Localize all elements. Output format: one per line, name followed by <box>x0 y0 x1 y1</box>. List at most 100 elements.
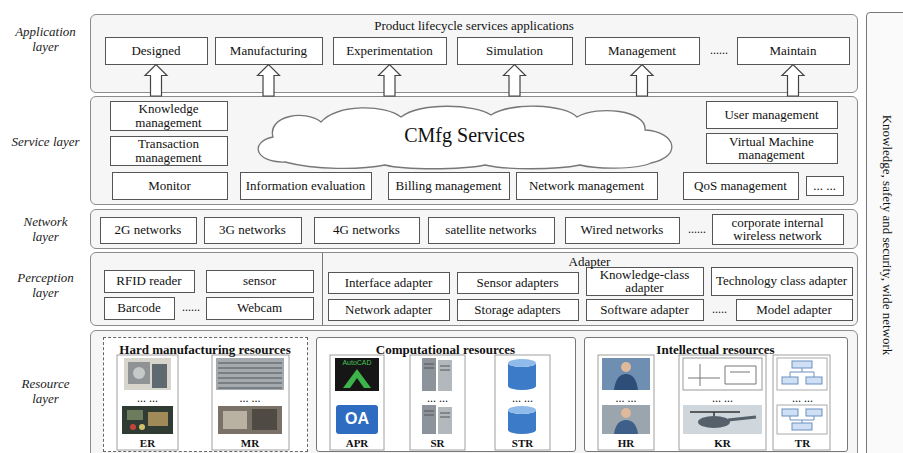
column-frame <box>117 355 178 450</box>
helicopter-photo <box>728 417 756 420</box>
adapter-panel: AdapterInterface adapter Sensor adapters K… <box>322 253 857 325</box>
column-frame <box>117 355 830 450</box>
helicopter-photo <box>698 416 730 428</box>
box-label: Interface adapter <box>345 276 433 289</box>
band-title: Product lifecycle services applications <box>91 18 857 34</box>
ellipsis-mark: ... ... <box>500 392 545 404</box>
steel-bar-photo <box>218 363 282 388</box>
cloud-label: CMfg Services <box>404 124 525 147</box>
column-frame <box>495 355 550 450</box>
equipment-photo <box>133 367 145 379</box>
helicopter-photo <box>683 405 762 434</box>
resource-code: APR <box>335 437 379 449</box>
service-box: Knowledge-class adapter <box>586 267 704 296</box>
box-label: Network management <box>529 179 644 192</box>
ellipsis-mark: ...... <box>701 44 737 56</box>
service-box: Software adapter <box>586 299 704 321</box>
service-box: Sensor adapters <box>457 272 579 294</box>
layer-name: Network layer <box>10 214 82 245</box>
server-icon <box>424 411 450 417</box>
worker-photo <box>602 358 650 434</box>
ellipsis-mark: ... ... <box>225 392 275 404</box>
server-icon <box>422 358 436 391</box>
side-label: Knowledge, safety and security, wide net… <box>879 115 895 356</box>
flowchart-picture <box>792 361 812 368</box>
ellipsis-mark: ... ... <box>780 392 825 404</box>
logo-text: OA <box>336 410 378 428</box>
service-box: Interface adapter <box>328 272 450 294</box>
box-label: Management <box>608 44 676 57</box>
worker-photo <box>602 405 650 434</box>
server-icon <box>438 360 452 391</box>
machine-photo <box>223 411 247 429</box>
block-arrow <box>258 65 280 97</box>
worker-photo <box>614 374 638 390</box>
box-label: Model adapter <box>756 303 831 316</box>
box-label: Billing management <box>396 179 502 192</box>
circuit-photo <box>122 406 173 434</box>
service-box: Technology class adapter <box>711 267 853 296</box>
flowchart-picture <box>806 377 822 384</box>
box-label: Sensor adapters <box>477 276 559 289</box>
circuit-photo <box>122 406 173 434</box>
flowchart-picture <box>782 409 798 416</box>
database-icon <box>508 363 536 390</box>
technical-drawing <box>683 358 762 390</box>
service-box: Network management <box>516 172 658 200</box>
autocad-icon <box>335 358 379 391</box>
box-label: ... ... <box>813 179 836 192</box>
box-label: 2G networks <box>115 223 182 236</box>
steel-bar-photo <box>216 358 284 390</box>
worker-photo <box>602 358 650 390</box>
layer-band: Perception layerRFID readersensorBarcode… <box>90 252 858 326</box>
side-band: Knowledge, safety and security, wide net… <box>866 12 903 453</box>
service-box: Wired networks <box>565 217 680 244</box>
flowchart-picture <box>790 416 814 423</box>
service-box: Management <box>585 37 700 65</box>
service-box: Webcam <box>206 297 314 320</box>
ellipsis-mark: ... ... <box>125 392 170 404</box>
service-box: Network adapter <box>328 299 450 321</box>
block-arrow <box>145 65 167 97</box>
helicopter-photo <box>690 412 740 416</box>
layer-name: Application layer <box>10 24 82 55</box>
circuit-photo <box>127 410 143 420</box>
resource-code: HR <box>603 437 649 449</box>
layer-band: Application layerProduct lifecycle servi… <box>90 14 858 93</box>
equipment-photo <box>128 362 150 384</box>
helicopter-photo <box>683 405 762 434</box>
box-label: Webcam <box>237 301 282 314</box>
service-box: sensor <box>206 270 314 293</box>
box-label: Simulation <box>486 44 543 57</box>
group-title: Intellectual resources <box>585 342 847 358</box>
box-label: Information evaluation <box>246 179 366 192</box>
service-box: Virtual Machine management <box>706 133 838 164</box>
technical-drawing <box>683 358 762 390</box>
box-label: Knowledge management <box>114 102 224 129</box>
flowchart-picture <box>790 368 814 377</box>
service-box: Barcode <box>104 297 175 320</box>
flowchart-picture <box>777 358 827 434</box>
box-label: Experimentation <box>346 44 433 57</box>
worker-photo <box>614 420 638 434</box>
box-label: Network adapter <box>345 303 432 316</box>
block-arrow <box>782 65 804 97</box>
flowchart-picture <box>782 377 798 384</box>
machine-photo <box>218 406 282 434</box>
steel-bar-photo <box>216 358 284 390</box>
service-box: Simulation <box>457 37 573 65</box>
service-box: Designed <box>105 37 208 65</box>
service-box: Experimentation <box>333 37 447 65</box>
group-title: Adapter <box>323 254 857 270</box>
equipment-photo <box>124 358 171 390</box>
cloud-outline <box>258 106 672 169</box>
layer-name: Service layer <box>10 134 82 150</box>
resource-code: ER <box>125 437 170 449</box>
box-label: Storage adapters <box>474 303 560 316</box>
layer-name: Perception layer <box>10 270 82 301</box>
service-box: RFID reader <box>104 270 195 293</box>
oa-icon <box>336 405 378 434</box>
box-label: Manufacturing <box>230 44 307 57</box>
block-arrow <box>504 65 526 97</box>
circuit-photo <box>139 424 145 430</box>
